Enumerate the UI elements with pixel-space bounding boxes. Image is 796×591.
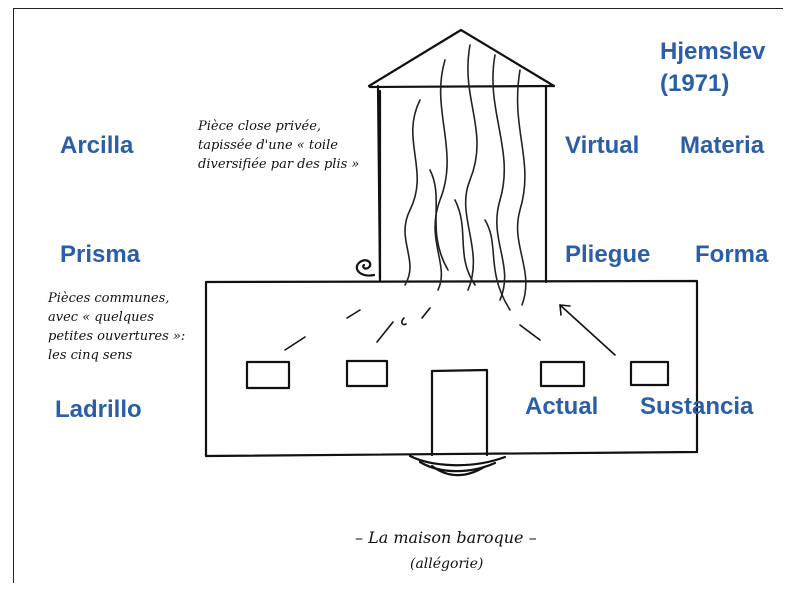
actual-label: Actual (525, 393, 599, 420)
upper-floor-top (368, 84, 556, 89)
pliegue-label: Pliegue (565, 241, 651, 268)
lower-note-line: avec « quelques (48, 309, 154, 325)
caption-title: – La maison baroque – (355, 528, 537, 547)
fold-8 (484, 219, 511, 311)
image-frame (13, 8, 783, 583)
ladrillo-label: Ladrillo (55, 396, 142, 423)
fold-3 (464, 44, 478, 291)
arrow-2-head (559, 304, 571, 316)
forma-label: Forma (695, 241, 769, 268)
door (430, 368, 489, 457)
lower-floor-outline (204, 279, 699, 458)
caption-subtitle: (allégorie) (410, 556, 484, 572)
upper-floor-left-wall (376, 84, 382, 282)
window-4 (629, 360, 670, 387)
arrow-2 (559, 304, 616, 356)
lower-note-line: petites ouvertures »: (48, 328, 186, 344)
lower-note-line: les cinq sens (48, 347, 133, 363)
opening-mark-1 (284, 336, 306, 351)
foundation-fold-1 (408, 454, 507, 467)
window-1 (245, 360, 291, 390)
foundation-fold-3 (430, 464, 486, 477)
lower-note: Pièces communes, avec « quelques petites… (48, 290, 185, 365)
upper-note: Pièce close privée, tapissée d'une « toi… (198, 118, 359, 175)
hjemslev-year-label: (1971) (660, 70, 730, 97)
fold-4 (492, 54, 506, 301)
hjemslev-label: Hjemslev (660, 38, 766, 65)
materia-label: Materia (680, 132, 765, 159)
roof-outline (367, 28, 556, 88)
foundation-fold-2 (418, 460, 497, 473)
fold-7 (429, 169, 449, 271)
window-3 (539, 360, 586, 388)
spiral-ornament (355, 259, 376, 277)
opening-mark-3 (376, 321, 394, 343)
upper-note-line: Pièce close privée, (198, 119, 322, 134)
fold-5 (516, 69, 527, 306)
window-2 (345, 359, 389, 388)
prisma-label: Prisma (60, 241, 141, 268)
opening-mark-2 (346, 309, 361, 319)
arcilla-label: Arcilla (60, 132, 134, 159)
fold-1 (404, 99, 421, 286)
upper-note-line: diversifiée par des plis » (198, 156, 360, 172)
fold-6 (454, 199, 476, 286)
fold-2 (434, 59, 448, 291)
sustancia-label: Sustancia (640, 393, 754, 420)
virtual-label: Virtual (565, 132, 640, 159)
arrow-1 (519, 324, 541, 341)
lower-note-line: Pièces communes, (48, 291, 170, 306)
scroll-curl (401, 317, 407, 326)
opening-mark-4 (421, 307, 431, 319)
upper-note-line: tapissée d'une « toile (198, 137, 338, 153)
